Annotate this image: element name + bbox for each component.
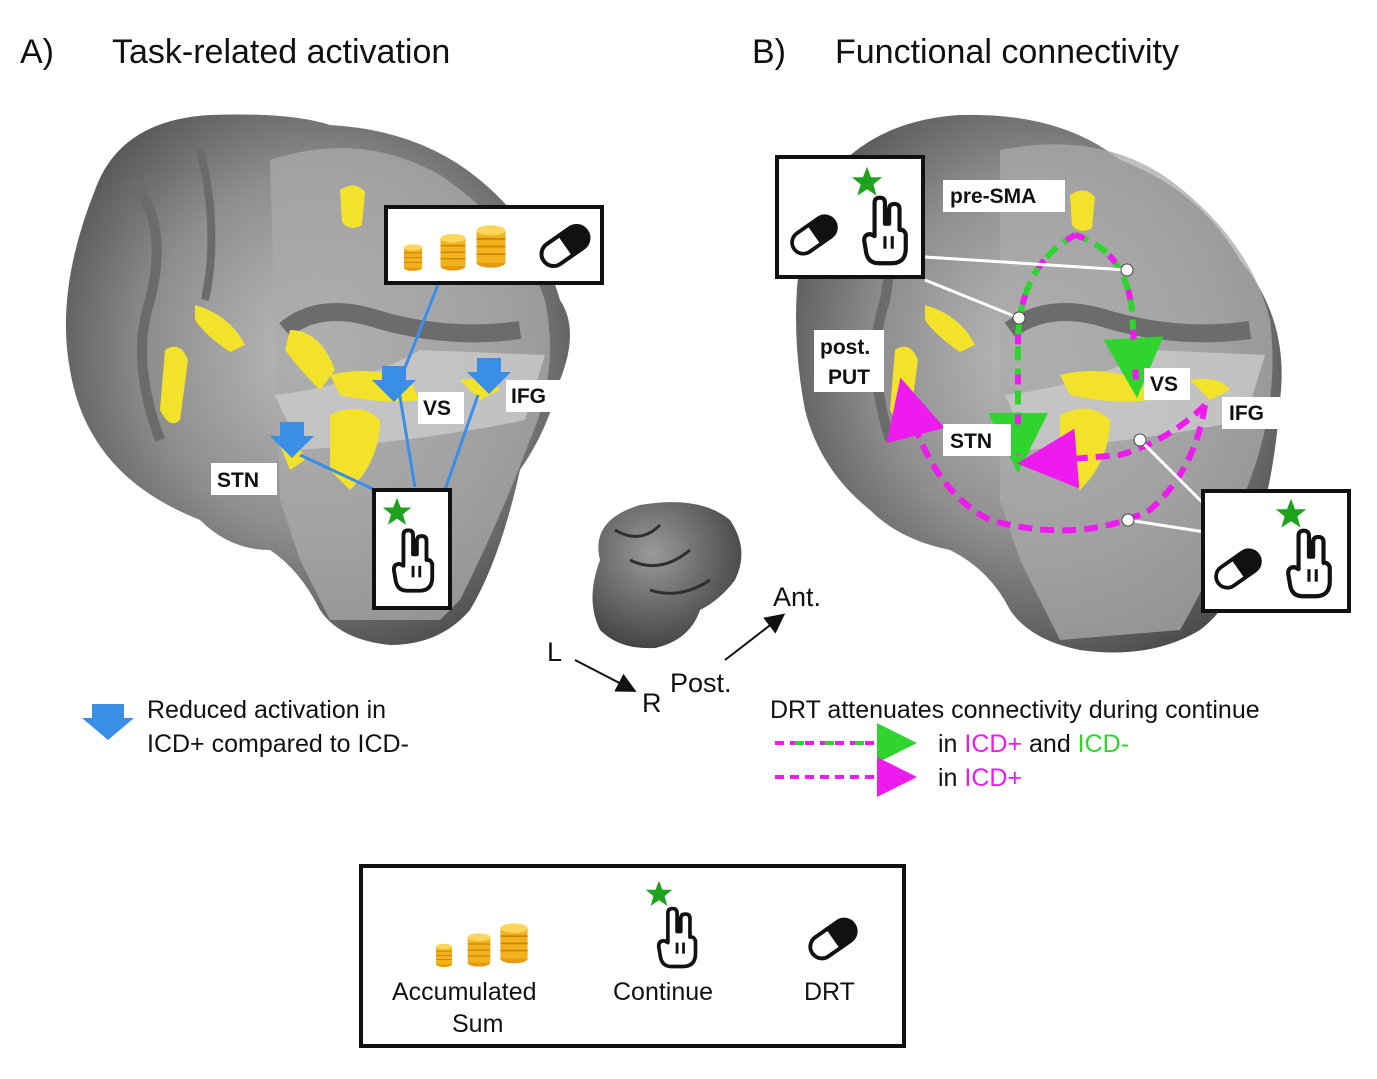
label-vs-b: VS <box>1150 373 1178 396</box>
note-title: DRT attenuates connectivity during conti… <box>770 696 1260 724</box>
coin-stack-icon <box>403 243 423 272</box>
orient-left: L <box>547 637 562 667</box>
orient-right: R <box>642 688 662 718</box>
label-post-put-line2: PUT <box>828 366 870 389</box>
panel-b-letter: B) <box>752 33 786 71</box>
reduced-activation-legend: Reduced activation in ICD+ compared to I… <box>82 696 409 758</box>
legend-label-accumulated: Accumulated <box>392 978 537 1006</box>
legend-label-continue: Continue <box>613 978 713 1006</box>
coin-stack-icon <box>475 224 507 269</box>
coins-drt-box <box>384 205 604 285</box>
label-ifg-b: IFG <box>1229 402 1264 425</box>
drt-continue-box-top <box>775 155 925 279</box>
label-vs-a: VS <box>423 397 451 420</box>
path-presma-vs-green <box>1074 232 1164 398</box>
drt-continue-box-bottom <box>1201 489 1351 613</box>
activation-blob <box>340 185 365 228</box>
label-stn-b: STN <box>950 430 992 453</box>
orient-post: Post. <box>670 668 732 698</box>
callout-lines <box>924 255 1207 534</box>
reduced-arrow-ifg <box>467 358 511 394</box>
orientation-indicator: L R Post. Ant. <box>547 502 821 718</box>
legend-label-drt: DRT <box>804 978 855 1006</box>
legend-a-line2: ICD+ compared to ICD- <box>147 730 409 758</box>
icon-legend-box: Accumulated Sum Continue DRT <box>359 864 906 1048</box>
row2-text: in ICD+ <box>938 764 1022 792</box>
legend-item-accumulated-sum: Accumulated Sum <box>392 922 537 1038</box>
path-ifg-stn <box>1017 402 1208 489</box>
label-post-put-line1: post. <box>820 336 870 359</box>
coin-stack-icon <box>435 943 453 968</box>
connectivity-paths <box>886 232 1208 534</box>
panel-b-title: Functional connectivity <box>835 33 1179 71</box>
panel-a-letter: A) <box>20 33 54 71</box>
continue-box-a <box>372 488 452 610</box>
blue-arrow-icon <box>82 704 134 740</box>
callout-dots <box>1012 263 1147 527</box>
orient-ant: Ant. <box>773 582 821 612</box>
coin-stack-icon <box>439 233 467 272</box>
reduced-arrow-stn <box>270 422 314 458</box>
row1-text: in ICD+ and ICD- <box>938 730 1129 758</box>
connectivity-note: DRT attenuates connectivity during conti… <box>770 696 1260 797</box>
legend-a-line1: Reduced activation in <box>147 696 386 724</box>
path-presma-stn-green <box>988 232 1077 473</box>
path-ifg-put <box>886 377 1208 534</box>
coin-stack-icon <box>466 932 492 968</box>
panel-a-title: Task-related activation <box>112 33 450 71</box>
coin-stack-icon <box>499 922 529 965</box>
legend-label-sum: Sum <box>452 1010 503 1038</box>
legend-item-drt: DRT <box>804 915 860 1006</box>
label-stn-a: STN <box>217 469 259 492</box>
mini-brain-icon <box>592 502 742 649</box>
reduced-arrow-vs <box>372 366 416 402</box>
legend-item-continue: Continue <box>613 880 713 1006</box>
label-ifg-a: IFG <box>511 385 546 408</box>
label-presma: pre-SMA <box>950 185 1036 208</box>
